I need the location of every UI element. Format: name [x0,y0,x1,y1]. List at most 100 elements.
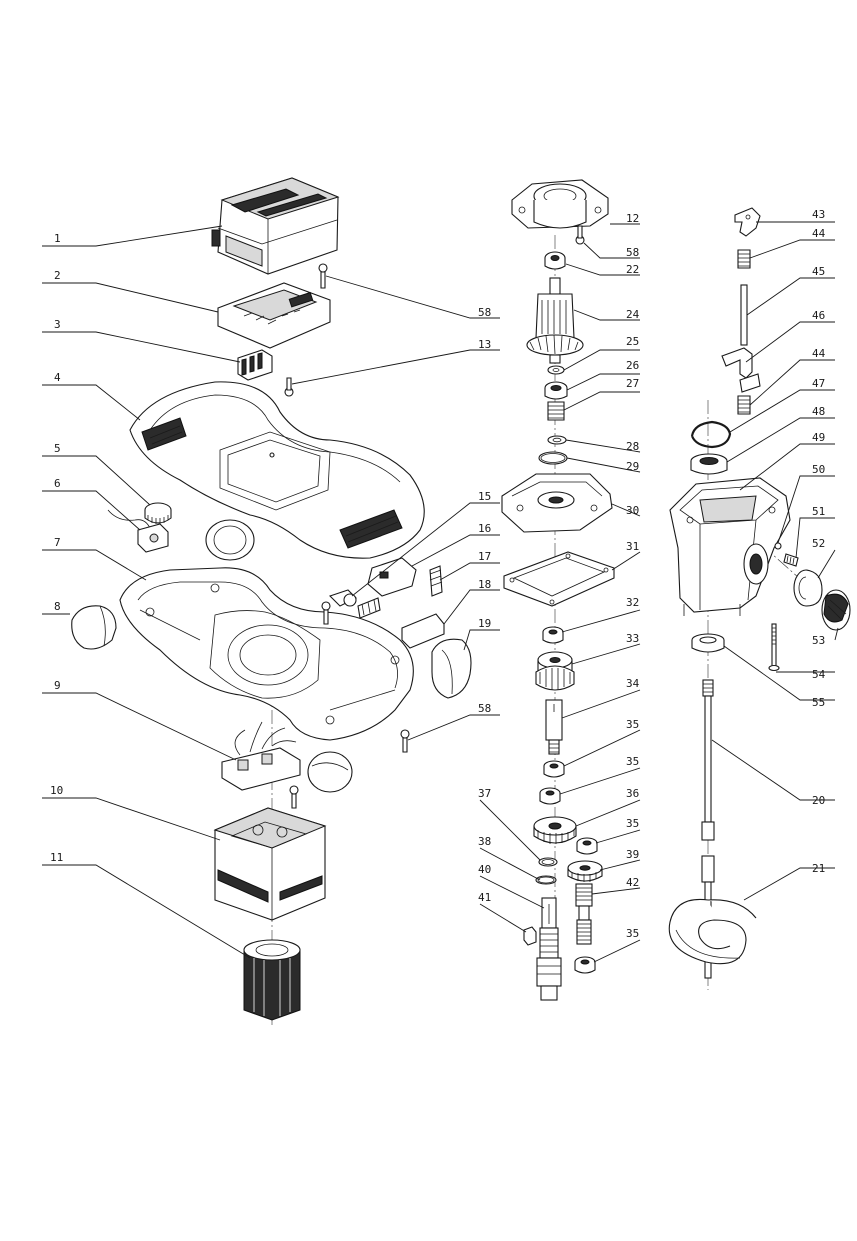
speed-knob [144,502,172,524]
side-knob [821,589,851,631]
callout-44-b: 44 [812,347,826,360]
callout-58-a: 58 [626,246,639,259]
bearing-32 [542,626,564,644]
callout-5: 5 [54,442,61,455]
bearing-35d [574,956,596,974]
leader-lines [42,221,839,963]
callout-7: 7 [54,536,61,549]
callout-51: 51 [812,505,825,518]
intermediate-shaft [545,699,563,755]
screw-battery-top [318,263,328,289]
battery-pack [211,177,340,275]
callout-11: 11 [50,851,63,864]
callout-17: 17 [478,550,491,563]
callout-13: 13 [478,338,491,351]
callout-31: 31 [626,540,639,553]
callout-42: 42 [626,876,639,889]
callout-34: 34 [626,677,640,690]
end-cap-lower [307,751,353,793]
gear-39 [567,860,603,882]
spindle-lock-lever [734,207,761,237]
callout-26: 26 [626,359,639,372]
circlip [690,420,732,449]
callout-29: 29 [626,460,639,473]
seal-ring [691,633,725,653]
callout-35-d: 35 [626,927,639,940]
callout-27: 27 [626,377,639,390]
callout-8: 8 [54,600,61,613]
side-bolt [768,623,780,672]
callout-37: 37 [478,787,491,800]
screw-motor-housing [289,785,299,809]
grub-screw [783,553,799,567]
callout-48: 48 [812,405,825,418]
end-cap-right [431,638,472,699]
end-cap-left [71,605,117,650]
callout-52: 52 [812,537,825,550]
callout-43: 43 [812,208,825,221]
lock-spring-lower [737,395,751,415]
callout-18: 18 [478,578,491,591]
double-gear [535,651,575,691]
gear-housing-cover [511,179,609,229]
bearing-35a [543,760,565,778]
callout-50: 50 [812,463,825,476]
screw-battery-bottom [284,377,294,397]
callout-4: 4 [54,371,61,384]
extension-rod [701,679,715,841]
gasket [503,551,615,607]
callout-19: 19 [478,617,491,630]
gearbox-housing [669,477,791,616]
callout-6: 6 [54,477,61,490]
callout-9: 9 [54,679,61,692]
callout-58-b: 58 [478,306,491,319]
washer-rotor [547,365,565,375]
battery-adapter [217,282,331,349]
terminal-block [237,349,273,381]
upper-handle-housing [129,381,425,559]
callout-20: 20 [812,794,825,807]
callout-44-a: 44 [812,227,826,240]
motor-stator [243,939,301,1021]
paddle-mixer [668,855,757,979]
bearing-35b [539,787,561,805]
pinion-shaft [575,883,593,945]
callout-1: 1 [54,232,61,245]
callout-35-b: 35 [626,755,639,768]
lower-handle-housing [119,567,414,741]
rotor-spring [547,401,565,421]
side-bearing-cap [793,569,823,607]
callout-16: 16 [478,522,491,535]
callout-38: 38 [478,835,491,848]
callout-49: 49 [812,431,825,444]
callout-32: 32 [626,596,639,609]
screw-gear-cover [575,225,585,245]
callout-28: 28 [626,440,639,453]
intermediate-plate [501,473,613,533]
housing-pin [774,542,782,550]
spacer-ring [547,435,567,445]
callout-22: 22 [626,263,639,276]
trigger-parts [321,557,445,649]
output-gear [533,816,577,844]
callout-45: 45 [812,265,825,278]
o-ring [538,451,568,465]
callout-35-a: 35 [626,718,639,731]
retaining-ring-37 [538,857,558,867]
callout-40: 40 [478,863,491,876]
callout-39: 39 [626,848,639,861]
callout-55: 55 [812,696,825,709]
end-cap-upper [205,519,255,561]
lock-spring-upper [737,249,751,269]
callout-25: 25 [626,335,639,348]
bearing-rotor-top [544,251,566,270]
bearing-48 [690,453,728,475]
led-module [107,509,169,553]
callout-54: 54 [812,668,826,681]
callout-12: 12 [626,212,639,225]
callout-58-c: 58 [478,702,491,715]
callout-33: 33 [626,632,639,645]
callout-labels: 1 2 3 4 5 6 7 8 9 10 11 12 58 22 58 24 1… [50,208,826,940]
rotor-armature [526,277,584,364]
